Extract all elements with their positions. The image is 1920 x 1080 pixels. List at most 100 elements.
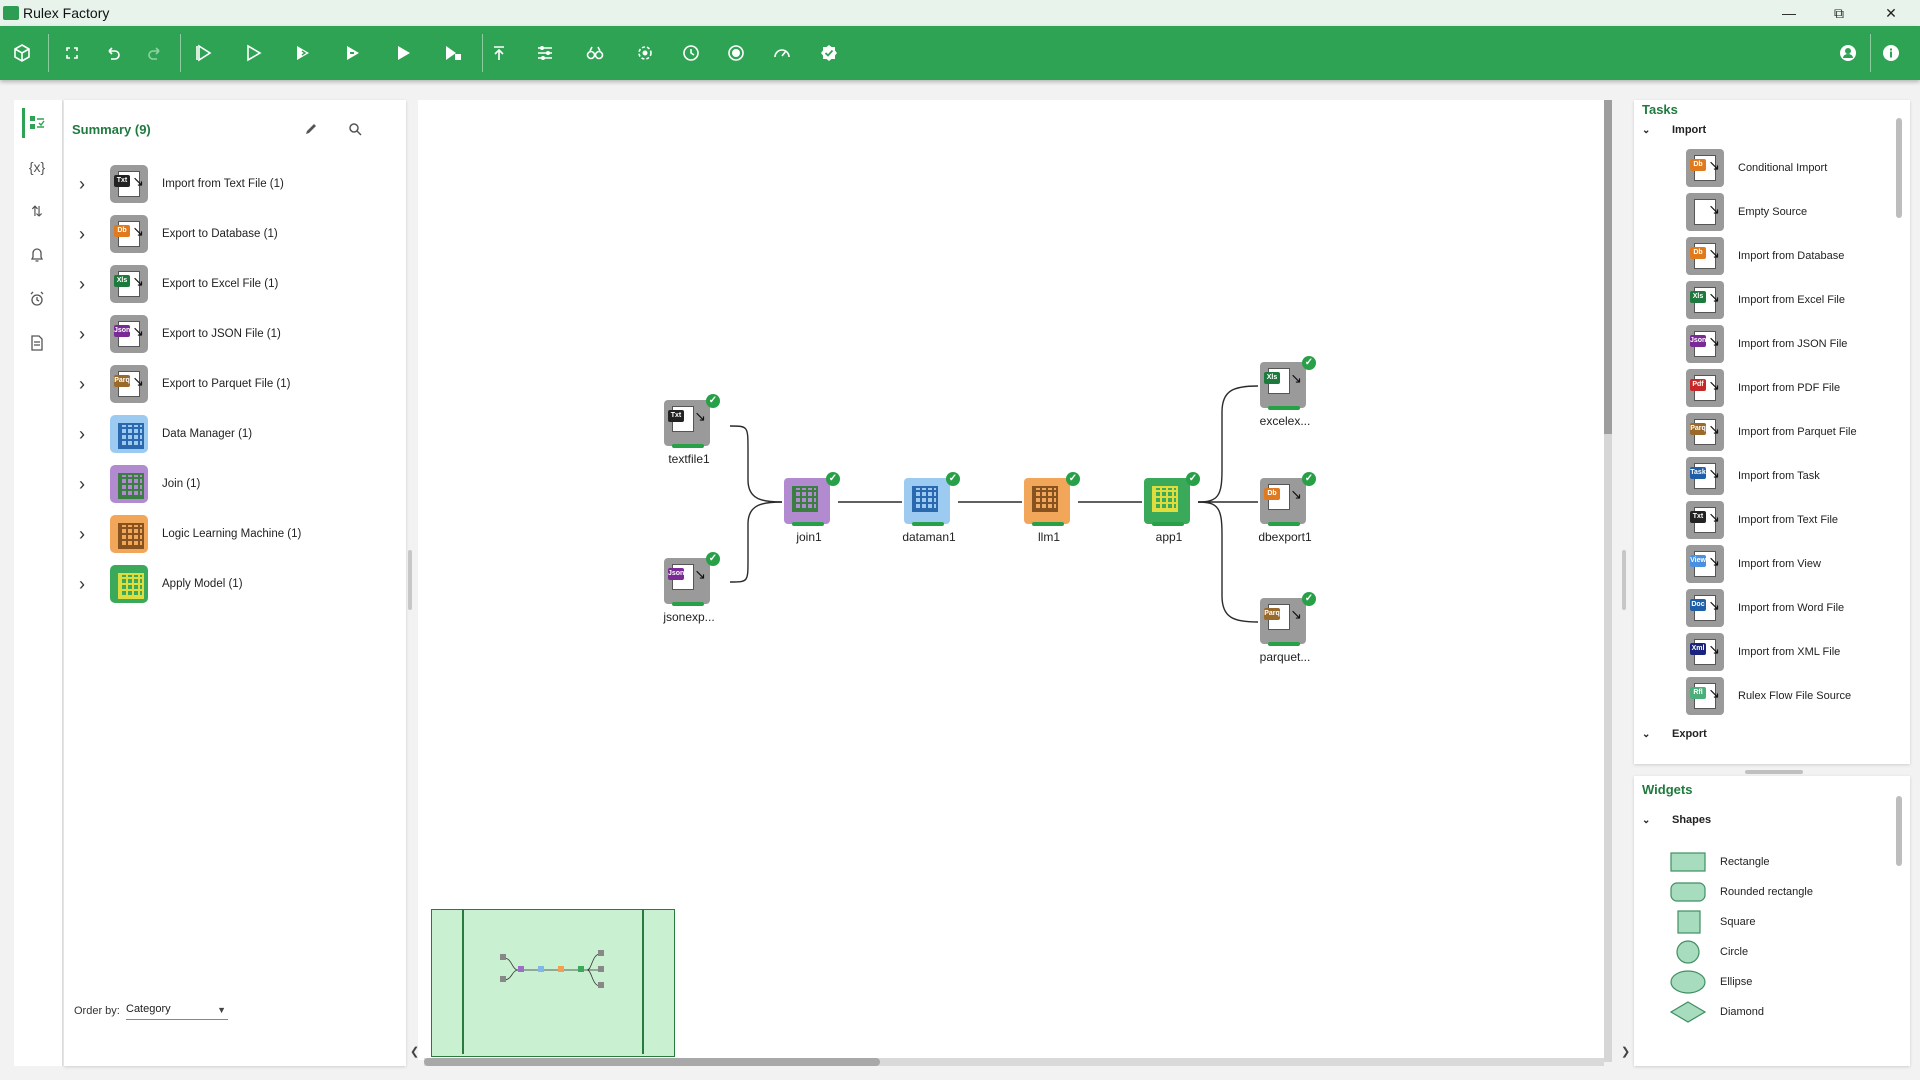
chevron-right-icon[interactable]: ›: [79, 473, 85, 494]
binoculars-icon[interactable]: [581, 39, 609, 67]
collapse-right-arrow-icon[interactable]: ❯: [1621, 1046, 1631, 1058]
chevron-right-icon[interactable]: ›: [79, 423, 85, 444]
task-item[interactable]: ↘Empty Source: [1686, 192, 1886, 232]
section-shapes-header[interactable]: ⌄Shapes: [1642, 814, 1712, 826]
minimap[interactable]: [431, 909, 675, 1057]
verified-badge-icon[interactable]: [815, 39, 843, 67]
run-selected-icon[interactable]: [439, 39, 467, 67]
edit-pencil-icon[interactable]: [300, 118, 322, 140]
shape-item[interactable]: Rectangle: [1670, 848, 1870, 876]
run-from-start-icon[interactable]: [189, 39, 217, 67]
task-item-icon: ↘View: [1686, 545, 1724, 583]
chevron-right-icon[interactable]: ›: [79, 273, 85, 294]
search-icon[interactable]: [344, 118, 366, 140]
summary-tab-icon[interactable]: [22, 108, 52, 138]
shape-item[interactable]: Circle: [1670, 938, 1870, 966]
sliders-icon[interactable]: [531, 39, 559, 67]
shape-item[interactable]: Diamond: [1670, 998, 1870, 1026]
left-icon-rail: {x} ⇅: [14, 100, 63, 1066]
canvas-horizontal-scrollbar[interactable]: [424, 1058, 1604, 1066]
minimap-viewport[interactable]: [462, 910, 644, 1054]
flow-node-app1[interactable]: ✓app1: [1144, 472, 1200, 544]
summary-item[interactable]: ›Logic Learning Machine (1): [64, 512, 384, 556]
flow-node-llm1[interactable]: ✓llm1: [1024, 472, 1080, 544]
flow-node-jsonexp[interactable]: ↘Json✓jsonexp...: [663, 552, 720, 624]
transfer-icon[interactable]: ⇅: [31, 202, 43, 219]
document-icon[interactable]: [22, 328, 52, 358]
redo-icon[interactable]: [141, 39, 169, 67]
summary-item[interactable]: › Join (1): [64, 462, 384, 506]
flow-node-dbexport1[interactable]: ↘Db✓dbexport1: [1258, 472, 1316, 544]
fit-screen-icon[interactable]: [58, 39, 86, 67]
flow-canvas[interactable]: ↘Txt✓textfile1 ↘Json✓jsonexp... ✓join1 ✓dat…: [418, 100, 1604, 1060]
run-step-icon[interactable]: [289, 39, 317, 67]
bell-icon[interactable]: [22, 240, 52, 270]
flow-node-join1[interactable]: ✓join1: [784, 472, 840, 544]
order-by-select[interactable]: Category ▼: [126, 1003, 228, 1020]
chevron-right-icon[interactable]: ›: [79, 223, 85, 244]
summary-item-label: Join (1): [162, 478, 201, 490]
flow-node-textfile1[interactable]: ↘Txt✓textfile1: [664, 394, 720, 466]
section-export-header[interactable]: ⌄Export: [1642, 728, 1707, 740]
flow-node-parquet[interactable]: ↘Parq✓parquet...: [1260, 592, 1316, 664]
summary-item[interactable]: ›Data Manager (1): [64, 412, 384, 456]
clock-icon[interactable]: [677, 39, 705, 67]
upload-icon[interactable]: [485, 39, 513, 67]
chevron-right-icon[interactable]: ›: [79, 173, 85, 194]
panel-splitter-handle[interactable]: [1745, 770, 1803, 774]
summary-item[interactable]: ›Apply Model (1): [64, 562, 384, 606]
close-button[interactable]: ✕: [1885, 4, 1897, 21]
speedometer-icon[interactable]: [768, 39, 796, 67]
run-icon[interactable]: [239, 39, 267, 67]
undo-icon[interactable]: [99, 39, 127, 67]
info-icon[interactable]: [1877, 39, 1905, 67]
chevron-right-icon[interactable]: ›: [79, 523, 85, 544]
shape-item[interactable]: Square: [1670, 908, 1870, 936]
play-icon[interactable]: [389, 39, 417, 67]
chevron-right-icon[interactable]: ›: [79, 323, 85, 344]
task-item-icon: ↘Rfl: [1686, 677, 1724, 715]
chevron-right-icon[interactable]: ›: [79, 573, 85, 594]
minimize-button[interactable]: —: [1782, 5, 1796, 21]
shape-item[interactable]: Ellipse: [1670, 968, 1870, 996]
variables-icon[interactable]: {x}: [28, 159, 46, 175]
app-title: Rulex Factory: [23, 5, 110, 21]
collapse-left-arrow-icon[interactable]: ❮: [410, 1046, 420, 1058]
section-import-header[interactable]: ⌄Import: [1642, 124, 1707, 136]
alarm-icon[interactable]: [22, 284, 52, 314]
left-splitter[interactable]: [408, 550, 412, 610]
chevron-right-icon[interactable]: ›: [79, 373, 85, 394]
canvas-vertical-scrollbar[interactable]: [1604, 100, 1612, 1062]
run-until-icon[interactable]: [339, 39, 367, 67]
shape-item[interactable]: Rounded rectangle: [1670, 878, 1870, 906]
flow-node-dataman1[interactable]: ✓dataman1: [902, 472, 960, 544]
restore-button[interactable]: ⧉: [1834, 4, 1844, 21]
gear-refresh-icon[interactable]: [631, 39, 659, 67]
widgets-scrollbar[interactable]: [1896, 796, 1902, 866]
node-status-bar: [1268, 406, 1300, 410]
flow-node-excelex[interactable]: ↘Xls✓excelex...: [1260, 356, 1316, 428]
cube-icon[interactable]: [8, 39, 36, 67]
right-splitter[interactable]: [1622, 550, 1626, 610]
user-account-icon[interactable]: [1834, 39, 1862, 67]
record-icon[interactable]: [722, 39, 750, 67]
tasks-scrollbar[interactable]: [1896, 118, 1902, 218]
